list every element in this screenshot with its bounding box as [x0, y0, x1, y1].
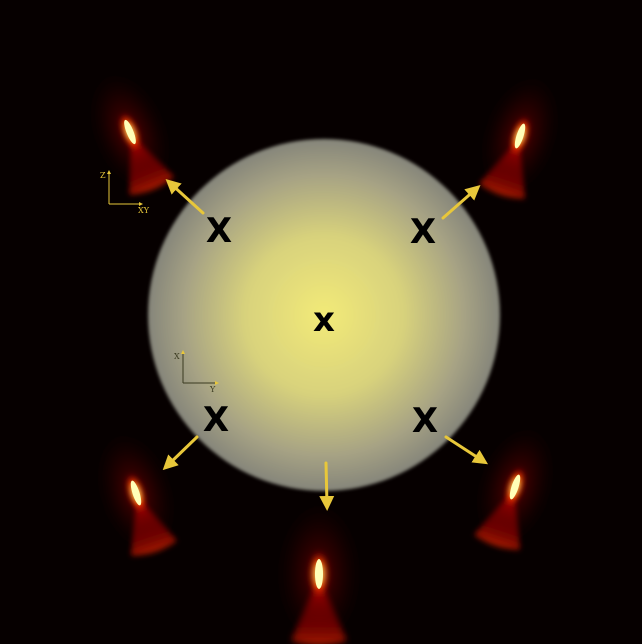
marker-lower-right: X [412, 401, 438, 441]
arrow-upper-right [441, 185, 481, 220]
arrow-lower-left [162, 435, 199, 471]
axis-label-xy: XY [138, 206, 150, 215]
arrow-bottom [319, 461, 335, 511]
axis-label-z: Z [100, 171, 106, 180]
marker-upper-right: X [410, 212, 436, 252]
arrow-lower-right [444, 435, 489, 465]
axis-indicator-zxy [107, 170, 143, 206]
marker-center: x [313, 300, 335, 340]
focal-spot-bottom [280, 503, 358, 644]
central-disk [148, 139, 500, 491]
arrow-upper-left [165, 178, 205, 215]
axis-label-x: X [174, 352, 180, 361]
axis-label-y: Y [209, 385, 216, 394]
marker-lower-left: X [203, 400, 229, 440]
axis-indicator-xy [181, 350, 219, 385]
marker-upper-left: X [206, 211, 232, 251]
